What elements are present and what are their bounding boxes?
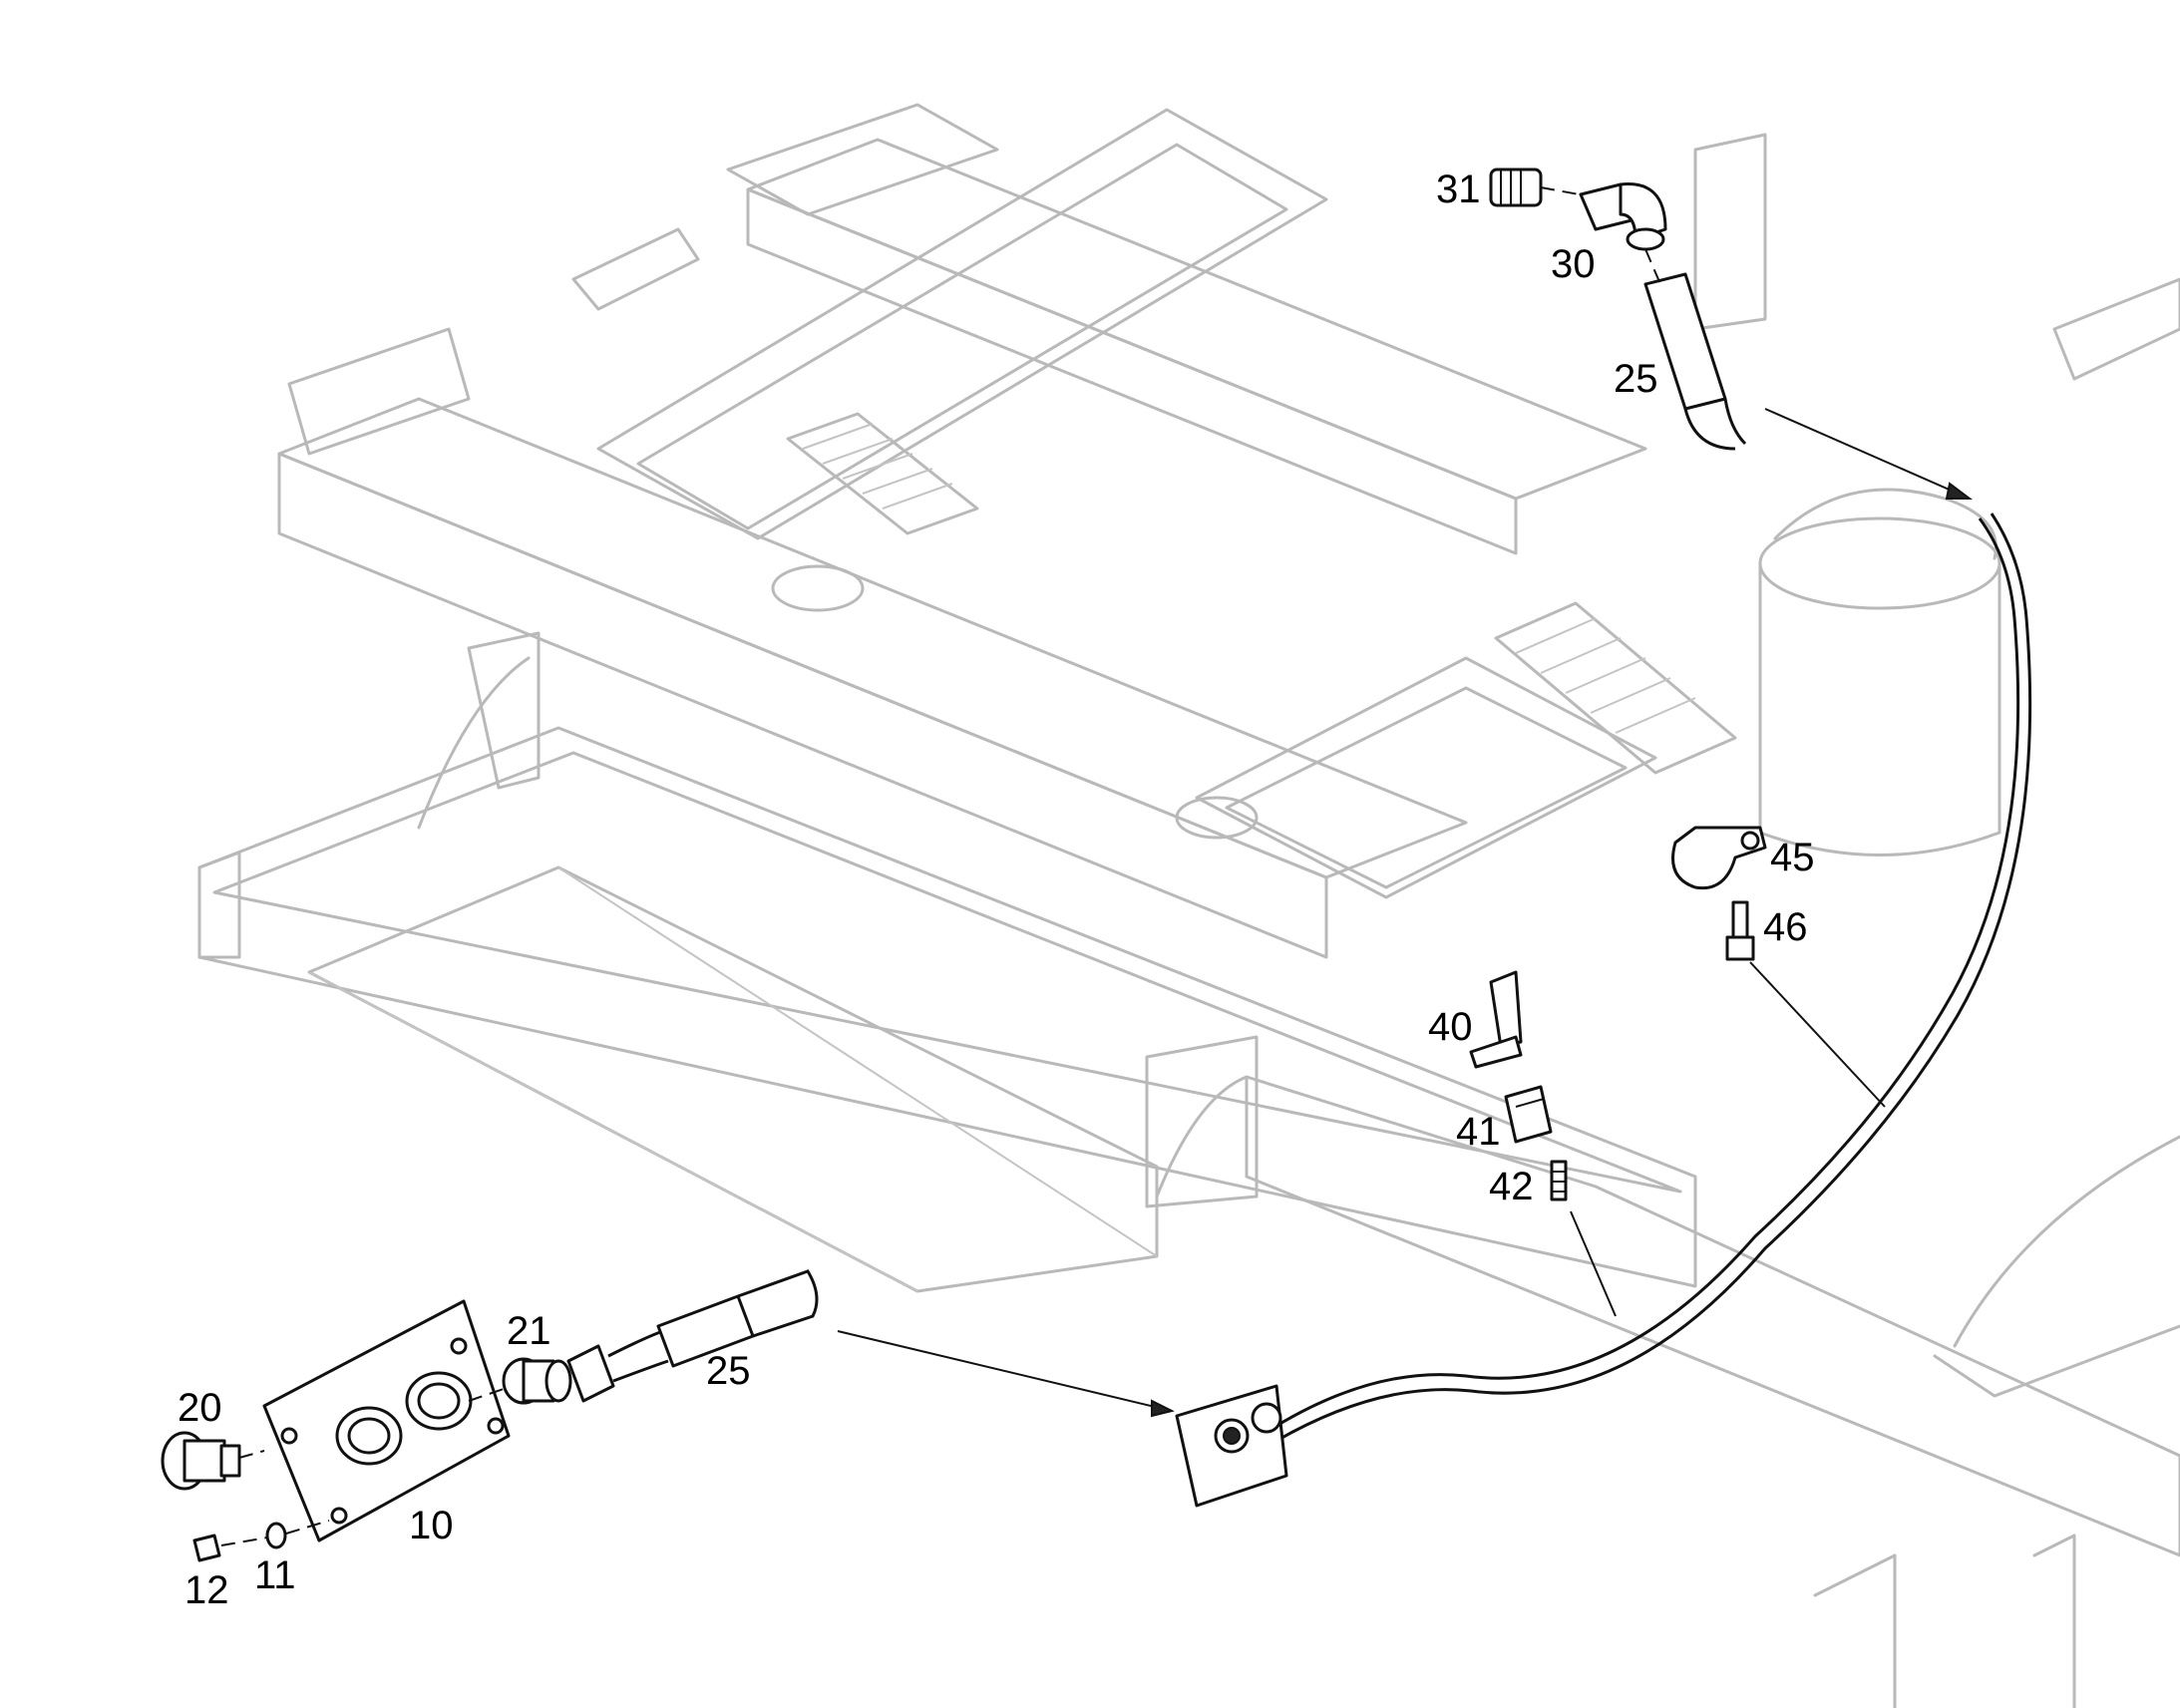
callout-30: 30 xyxy=(1551,242,1596,286)
clamp-45 xyxy=(1671,826,1767,890)
callout-45: 45 xyxy=(1770,836,1815,879)
filter-tank xyxy=(1758,488,2001,856)
callout-40: 40 xyxy=(1428,1005,1473,1049)
grate-right xyxy=(1494,601,1737,775)
clip-41 xyxy=(1504,1085,1553,1144)
callout-41: 41 xyxy=(1456,1110,1501,1154)
hose-25-upper xyxy=(1643,272,1747,451)
washer-11 xyxy=(265,1522,287,1549)
callout-42: 42 xyxy=(1489,1165,1534,1208)
callout-31: 31 xyxy=(1436,168,1481,211)
bracket-40 xyxy=(1469,970,1523,1069)
callout-21: 21 xyxy=(507,1309,551,1353)
callout-12: 12 xyxy=(184,1568,229,1612)
callout-10: 10 xyxy=(409,1504,454,1547)
callout-labels: 31 30 25 45 46 40 41 42 21 25 20 10 12 1… xyxy=(178,168,1815,1612)
callout-25-upper: 25 xyxy=(1614,357,1658,401)
chassis-frame xyxy=(197,103,2180,1708)
plate-10 xyxy=(262,1299,511,1542)
hose-25-lower xyxy=(566,1269,819,1403)
nut-12 xyxy=(192,1534,221,1562)
screw-42 xyxy=(1550,1160,1568,1201)
fitting-21 xyxy=(502,1357,572,1405)
fitting-20 xyxy=(161,1431,241,1491)
elbow-30 xyxy=(1579,182,1667,251)
callout-20: 20 xyxy=(178,1386,222,1430)
callout-11: 11 xyxy=(254,1553,296,1597)
bolt-46 xyxy=(1725,900,1755,961)
callout-46: 46 xyxy=(1763,905,1808,949)
hose-assembly-installed xyxy=(1175,512,2032,1508)
grate-left xyxy=(786,412,979,535)
callout-25-lower: 25 xyxy=(706,1349,751,1393)
fitting-31 xyxy=(1489,168,1543,207)
